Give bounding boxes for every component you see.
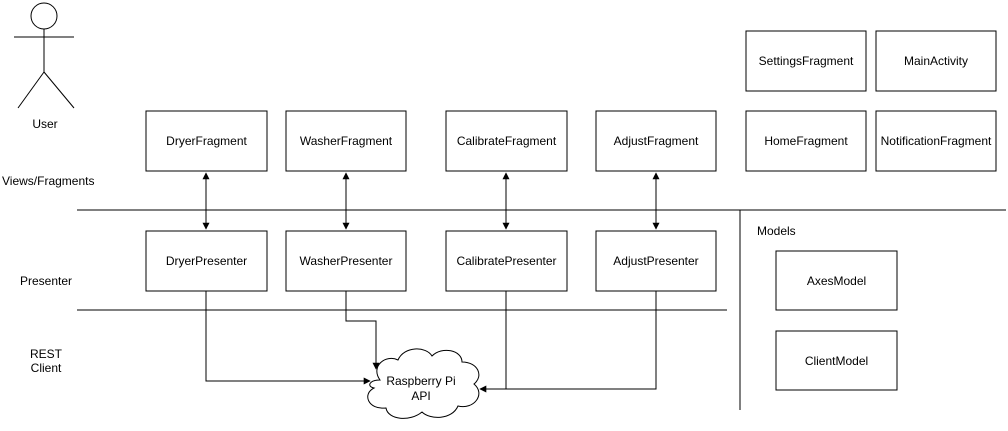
svg-text:AdjustFragment: AdjustFragment: [614, 134, 699, 148]
svg-text:WasherFragment: WasherFragment: [300, 134, 393, 148]
models-layer-label: Models: [757, 224, 796, 238]
svg-text:MainActivity: MainActivity: [904, 54, 968, 68]
svg-text:WasherPresenter: WasherPresenter: [300, 254, 393, 268]
user-actor-label: User: [32, 117, 57, 131]
svg-text:Raspberry Pi: Raspberry Pi: [386, 374, 455, 388]
rest-layer-label-line2: Client: [31, 361, 62, 375]
svg-text:DryerPresenter: DryerPresenter: [166, 254, 247, 268]
views-layer-label: Views/Fragments: [2, 174, 94, 188]
svg-text:CalibratePresenter: CalibratePresenter: [456, 254, 556, 268]
svg-text:ClientModel: ClientModel: [805, 354, 868, 368]
washer-to-api-connector: [345, 291, 380, 370]
washer-presenter-box[interactable]: WasherPresenter: [285, 230, 407, 292]
svg-text:AxesModel: AxesModel: [807, 274, 866, 288]
calibrate-to-api-connector: [479, 291, 507, 393]
calibrate-fragment-box[interactable]: CalibrateFragment: [445, 110, 568, 172]
home-fragment-box[interactable]: HomeFragment: [745, 110, 867, 172]
svg-text:SettingsFragment: SettingsFragment: [759, 54, 854, 68]
presenter-layer-label: Presenter: [20, 274, 72, 288]
svg-text:CalibrateFragment: CalibrateFragment: [457, 134, 557, 148]
washer-fragment-box[interactable]: WasherFragment: [285, 110, 407, 172]
rest-layer-label-line1: REST: [30, 347, 63, 361]
axes-model-box[interactable]: AxesModel: [775, 250, 898, 311]
dryer-presenter-box[interactable]: DryerPresenter: [145, 230, 268, 292]
user-actor-icon: [14, 2, 75, 109]
svg-text:NotificationFragment: NotificationFragment: [881, 134, 992, 148]
main-activity-box[interactable]: MainActivity: [875, 30, 997, 92]
settings-fragment-box[interactable]: SettingsFragment: [745, 30, 867, 92]
raspberry-pi-api-cloud[interactable]: Raspberry Pi API: [367, 348, 480, 419]
svg-text:API: API: [411, 389, 430, 403]
adjust-presenter-box[interactable]: AdjustPresenter: [595, 230, 717, 292]
svg-text:AdjustPresenter: AdjustPresenter: [613, 254, 698, 268]
svg-text:DryerFragment: DryerFragment: [166, 134, 247, 148]
adjust-to-api-connector: [506, 291, 657, 390]
adjust-fragment-box[interactable]: AdjustFragment: [595, 110, 717, 172]
dryer-fragment-box[interactable]: DryerFragment: [145, 110, 268, 172]
svg-text:HomeFragment: HomeFragment: [764, 134, 848, 148]
dryer-to-api-connector: [205, 291, 371, 385]
client-model-box[interactable]: ClientModel: [775, 330, 898, 391]
calibrate-presenter-box[interactable]: CalibratePresenter: [445, 230, 568, 292]
notification-fragment-box[interactable]: NotificationFragment: [875, 110, 997, 172]
